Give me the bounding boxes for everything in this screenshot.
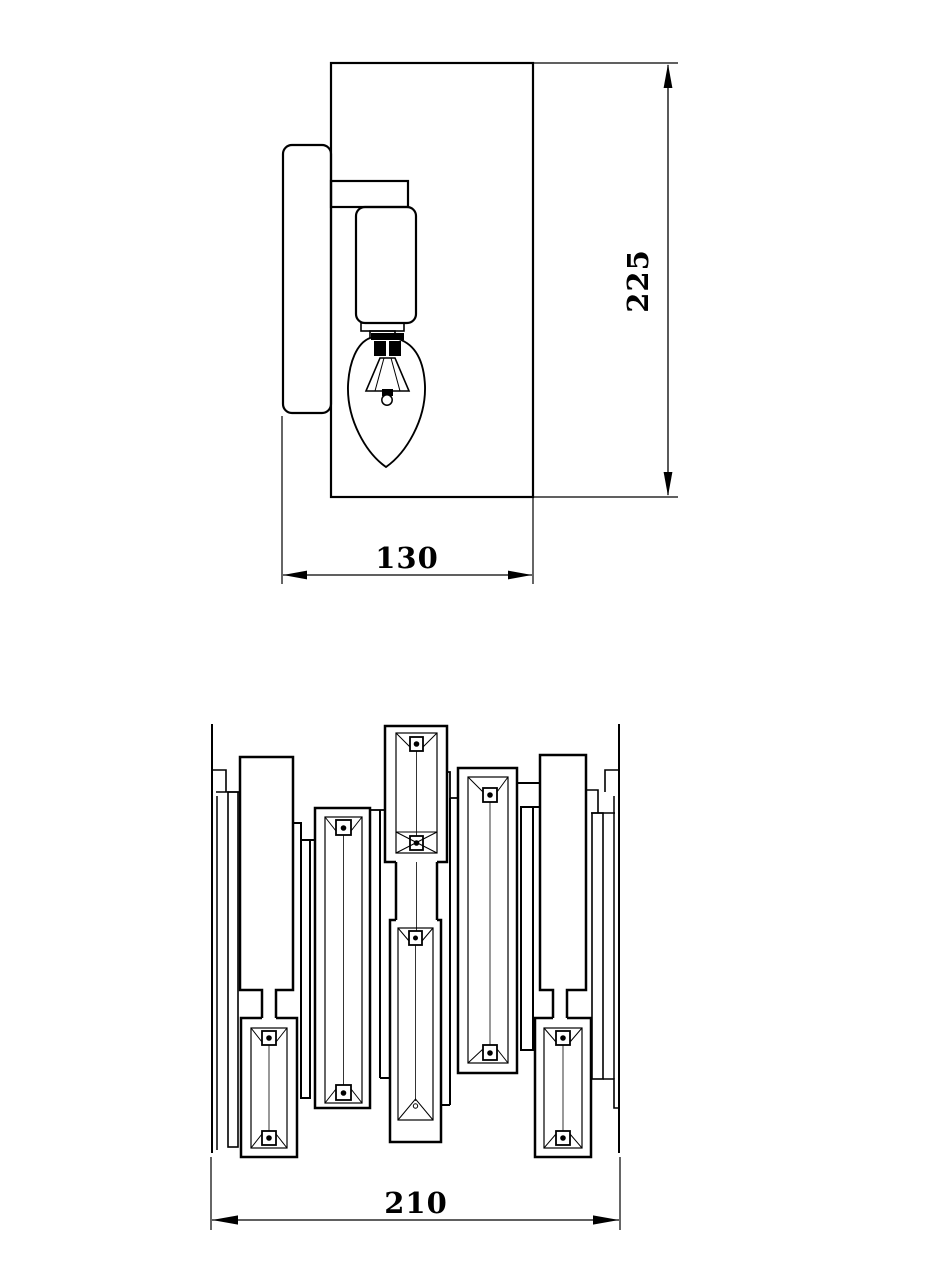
- bevel-line: [467, 776, 509, 793]
- pin: [266, 1035, 272, 1041]
- pin: [266, 1135, 272, 1141]
- pin: [487, 792, 493, 798]
- crystal-face: [395, 732, 438, 854]
- pin-mount: [482, 1044, 498, 1061]
- wall-plate: [281, 143, 333, 415]
- bar-outline: [238, 755, 295, 1018]
- slat: [520, 806, 534, 1051]
- bulb-neck: [360, 322, 405, 332]
- bevel-line: [250, 1133, 288, 1149]
- filament-tip: [381, 394, 393, 406]
- bevel-line: [397, 1098, 434, 1121]
- bulb-outline: [347, 337, 426, 469]
- pin: [487, 1050, 493, 1056]
- front-view: [210, 724, 621, 1230]
- crystal-frame: [383, 724, 449, 864]
- frame-step: [447, 771, 458, 799]
- bevel-line: [324, 1088, 363, 1104]
- slat: [227, 791, 239, 1148]
- pin: [560, 1135, 566, 1141]
- frame-step: [212, 769, 240, 793]
- bevel-line: [543, 1027, 583, 1043]
- shade-outline: [329, 61, 535, 499]
- slat: [300, 839, 311, 1099]
- bevel-line: [397, 927, 434, 942]
- bevel-line: [543, 1133, 583, 1149]
- dimension-label-depth: 130: [375, 541, 439, 575]
- dimension-label-height: 225: [621, 249, 655, 313]
- pin-mount: [409, 835, 424, 851]
- filament-cone: [364, 357, 411, 392]
- crystal-frame: [239, 1016, 299, 1159]
- lamp-socket: [354, 205, 418, 325]
- arrowhead: [593, 1215, 619, 1225]
- bevel-line: [467, 1048, 509, 1064]
- crystal-face: [467, 776, 509, 1064]
- side-view: [281, 61, 678, 584]
- pin: [340, 1090, 347, 1096]
- arrowhead: [212, 1215, 238, 1225]
- bulb-base: [371, 333, 404, 396]
- pin: [412, 1103, 419, 1109]
- dimension-label-width: 210: [384, 1186, 448, 1220]
- crystal-face: [397, 927, 434, 1121]
- crystal-frame: [456, 766, 519, 1075]
- pin-mount: [335, 1084, 352, 1101]
- pin: [560, 1035, 566, 1041]
- frame-step: [603, 1078, 619, 1109]
- arrowhead: [663, 472, 673, 496]
- arrowhead: [663, 64, 673, 88]
- bevel-line: [395, 732, 438, 748]
- bar-outline: [538, 753, 588, 1018]
- filament-cone-inner: [374, 357, 401, 392]
- arrowhead: [283, 570, 307, 580]
- crystal-face: [543, 1027, 583, 1149]
- pin: [413, 840, 420, 846]
- crystal-face: [324, 816, 363, 1104]
- crystal-frame: [388, 918, 443, 1144]
- bevel-line: [324, 816, 363, 832]
- pin-mount: [555, 1130, 571, 1146]
- pin-mount: [261, 1130, 277, 1146]
- frame-step: [293, 822, 302, 840]
- pin: [413, 741, 420, 747]
- crystal-face: [250, 1027, 288, 1149]
- arrowhead: [508, 570, 532, 580]
- mounting-arm: [329, 179, 410, 209]
- pin: [340, 825, 347, 831]
- slat: [591, 812, 604, 1080]
- crystal-frame: [313, 806, 372, 1110]
- bevel-line: [250, 1027, 288, 1043]
- pin: [413, 935, 418, 941]
- crystal-frame: [533, 1016, 593, 1159]
